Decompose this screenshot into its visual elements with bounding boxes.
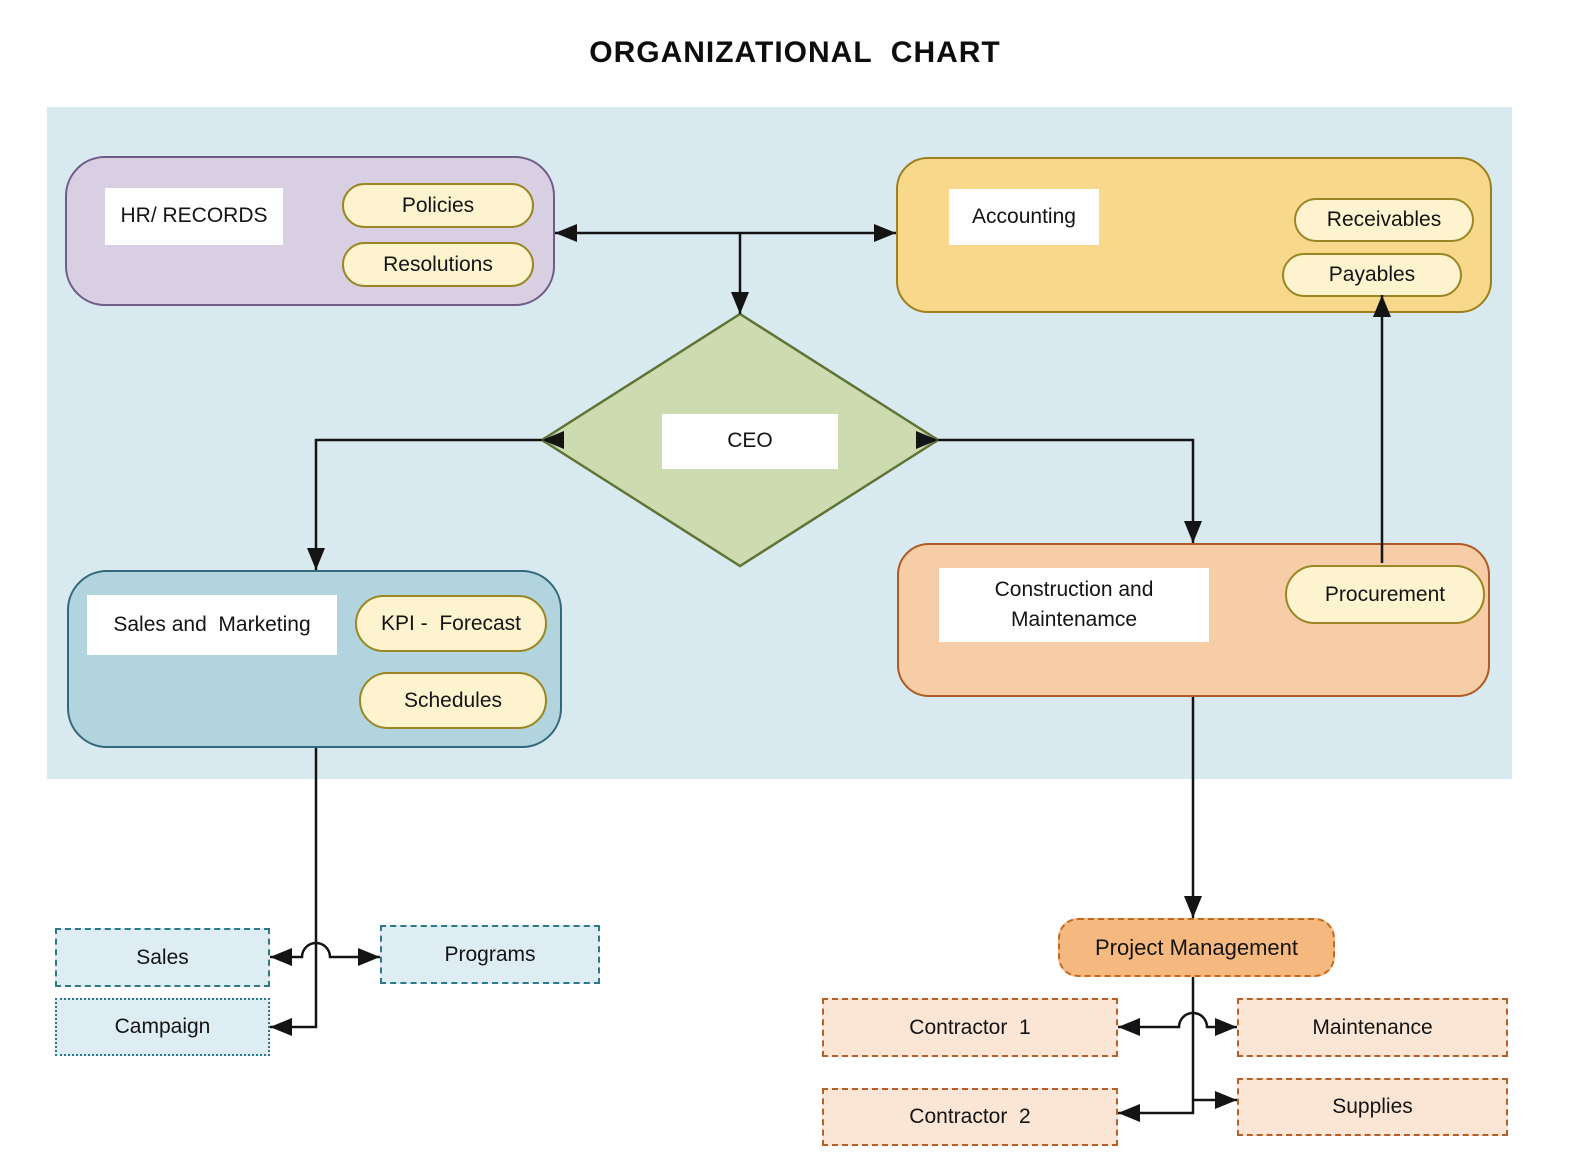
pill-resolutions: Resolutions — [342, 242, 534, 287]
node-ceo-label: CEO — [662, 414, 838, 469]
pill-kpi-forecast: KPI - Forecast — [355, 595, 547, 652]
node-hr-records-label: HR/ RECORDS — [105, 188, 283, 245]
connector-contractor1-maintenance — [1118, 1011, 1237, 1029]
construction-label-line2: Maintenamce — [1010, 608, 1138, 631]
node-sales: Sales — [55, 928, 270, 987]
arrowhead-into-project-management — [1184, 896, 1202, 918]
connector-pm-contractor2 — [1118, 977, 1195, 1115]
pill-procurement: Procurement — [1285, 565, 1485, 624]
arrowhead-into-programs — [358, 948, 380, 966]
page-title: ORGANIZATIONAL CHART — [589, 36, 1001, 69]
connector-sales-programs — [270, 941, 380, 959]
node-hr-records: HR/ RECORDS Policies Resolutions — [65, 156, 555, 306]
node-contractor-2: Contractor 2 — [822, 1088, 1118, 1146]
arrowhead-into-contractor2 — [1118, 1104, 1140, 1122]
pill-payables: Payables — [1282, 253, 1462, 297]
node-sales-marketing: Sales and Marketing KPI - Forecast Sched… — [67, 570, 562, 748]
arrowhead-into-maintenance — [1215, 1018, 1237, 1036]
node-programs: Programs — [380, 925, 600, 984]
connector-sm-campaign — [270, 748, 318, 1029]
arrowhead-into-campaign — [270, 1018, 292, 1036]
node-campaign: Campaign — [55, 998, 270, 1056]
node-construction-maintenance: Construction and Maintenamce Procurement — [897, 543, 1490, 697]
node-construction-maintenance-label: Construction and Maintenamce — [939, 568, 1209, 642]
node-maintenance: Maintenance — [1237, 998, 1508, 1057]
node-supplies: Supplies — [1237, 1078, 1508, 1136]
construction-label-line1: Construction and — [994, 577, 1154, 601]
arrowhead-into-sales — [270, 948, 292, 966]
pill-receivables: Receivables — [1294, 198, 1474, 242]
node-project-management: Project Management — [1058, 918, 1335, 977]
pill-policies: Policies — [342, 183, 534, 228]
node-accounting: Accounting Receivables Payables — [896, 157, 1492, 313]
node-sales-marketing-label: Sales and Marketing — [87, 595, 337, 655]
node-contractor-1: Contractor 1 — [822, 998, 1118, 1057]
node-accounting-label: Accounting — [949, 189, 1099, 245]
arrowhead-into-contractor1 — [1118, 1018, 1140, 1036]
pill-schedules: Schedules — [359, 672, 547, 729]
arrowhead-into-supplies — [1215, 1091, 1237, 1109]
